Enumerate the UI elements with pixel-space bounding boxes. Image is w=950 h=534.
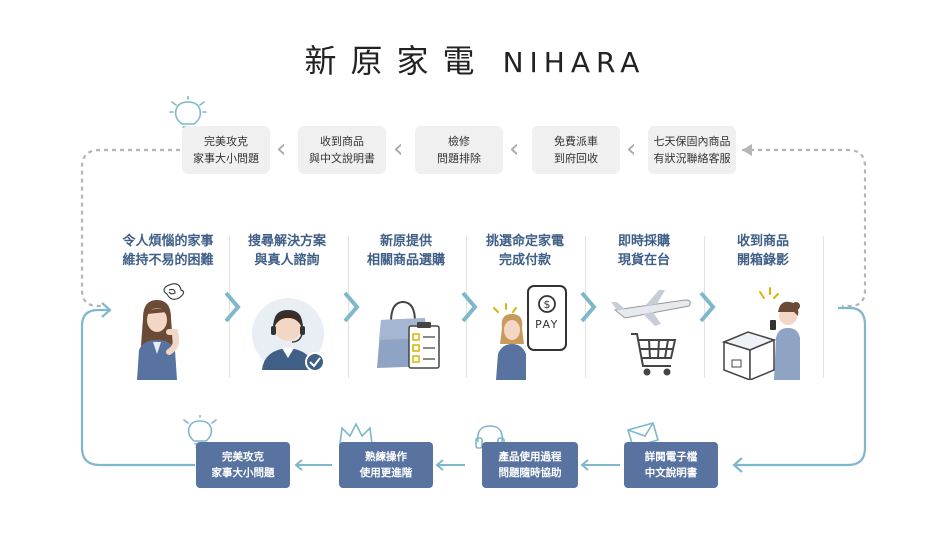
step-worry: 令人煩惱的家事 維持不易的困難: [109, 232, 227, 380]
shopping-bag-checklist-icon: [377, 300, 440, 369]
bottom-step-line2: 家事大小問題: [211, 467, 275, 479]
teal-connector-left: [80, 308, 195, 467]
step-arrow-icon: [580, 291, 597, 323]
top-step-line1: 完美攻克: [204, 135, 248, 148]
bottom-step-line2: 中文說明書: [644, 467, 698, 479]
bottom-step-master: 熟練操作 使用更進階: [339, 442, 433, 488]
bottom-step-line2: 問題隨時協助: [498, 467, 562, 479]
bottom-arrow-2: [435, 459, 465, 471]
worried-woman-icon: [137, 283, 185, 380]
svg-text:$: $: [544, 298, 551, 311]
top-step-repair: 檢修 問題排除: [415, 126, 503, 174]
step-arrow-icon: [224, 291, 241, 323]
top-step-complete: 完美攻克 家事大小問題: [182, 126, 270, 174]
bottom-step-line1: 熟練操作: [365, 451, 407, 463]
step-arrow-icon: [699, 291, 716, 323]
pay-label: PAY: [535, 318, 559, 331]
chevron-left-icon: ‹: [276, 134, 287, 164]
top-step-line2: 到府回收: [554, 152, 598, 165]
step-label: 新原提供 相關商品選購: [366, 234, 445, 268]
top-step-line1: 七天保固內商品: [653, 135, 731, 148]
teal-arrowhead-right: [732, 457, 743, 473]
step-arrow-icon: [343, 291, 360, 323]
divider: [229, 236, 230, 378]
divider: [585, 236, 586, 378]
top-step-pickup: 免費派車 到府回收: [532, 126, 620, 174]
dotted-connector-right: [742, 148, 867, 308]
page-title: 新原家電 NIHARA: [0, 36, 950, 82]
bottom-step-line1: 完美攻克: [222, 451, 264, 463]
support-agent-icon: [252, 298, 325, 372]
bottom-arrow-3: [580, 459, 620, 471]
phone-pay-icon: $ PAY: [493, 285, 567, 380]
chevron-left-icon: ‹: [509, 134, 520, 164]
top-step-line1: 免費派車: [554, 135, 598, 148]
chevron-left-icon: ‹: [626, 134, 637, 164]
top-step-line2: 問題排除: [437, 152, 481, 165]
chevron-left-icon: ‹: [393, 134, 404, 164]
step-purchase: 即時採購 現貨在台: [585, 232, 703, 380]
bottom-step-line1: 產品使用過程: [498, 451, 562, 463]
crown-icon: [339, 422, 373, 445]
teal-arrowhead-left: [101, 302, 112, 318]
bottom-step-support: 產品使用過程 問題隨時協助: [482, 442, 578, 488]
top-step-line2: 與中文說明書: [309, 152, 375, 165]
airplane-cart-icon: [611, 290, 691, 376]
step-label: 搜尋解決方案 與真人諮詢: [247, 234, 326, 268]
divider: [466, 236, 467, 378]
envelope-icon: [627, 422, 659, 448]
step-arrow-icon: [461, 291, 478, 323]
divider: [823, 236, 824, 378]
bottom-arrow-1: [294, 459, 332, 471]
dotted-connector-left: [80, 148, 180, 308]
divider: [704, 236, 705, 378]
step-pay: 挑選命定家電 完成付款 $ PAY: [466, 232, 584, 380]
top-step-line1: 收到商品: [320, 135, 364, 148]
bottom-step-manual: 詳閱電子檔 中文說明書: [624, 442, 718, 488]
bottom-step-line2: 使用更進階: [359, 467, 413, 479]
top-step-line2: 有狀況聯絡客服: [653, 152, 731, 165]
title-chinese: 新原家電: [304, 42, 489, 80]
step-label: 收到商品 開箱錄影: [736, 234, 789, 268]
bottom-step-line1: 詳閱電子檔: [644, 451, 698, 463]
bottom-step-complete: 完美攻克 家事大小問題: [196, 442, 290, 488]
dotted-arrowhead-right: [742, 144, 752, 156]
step-label: 挑選命定家電 完成付款: [485, 234, 564, 268]
divider: [348, 236, 349, 378]
top-step-line1: 檢修: [448, 135, 470, 148]
step-unbox: 收到商品 開箱錄影: [704, 232, 822, 380]
teal-connector-right: [735, 306, 867, 467]
step-label: 即時採購 現貨在台: [617, 234, 670, 268]
step-label: 令人煩惱的家事 維持不易的困難: [122, 234, 214, 268]
unboxing-icon: [721, 287, 800, 380]
title-english: NIHARA: [502, 46, 646, 79]
top-step-warranty: 七天保固內商品 有狀況聯絡客服: [648, 126, 736, 174]
step-consult: 搜尋解決方案 與真人諮詢: [228, 232, 346, 380]
step-shop: 新原提供 相關商品選購: [347, 232, 465, 380]
top-step-receive: 收到商品 與中文說明書: [298, 126, 386, 174]
top-step-line2: 家事大小問題: [193, 152, 259, 165]
